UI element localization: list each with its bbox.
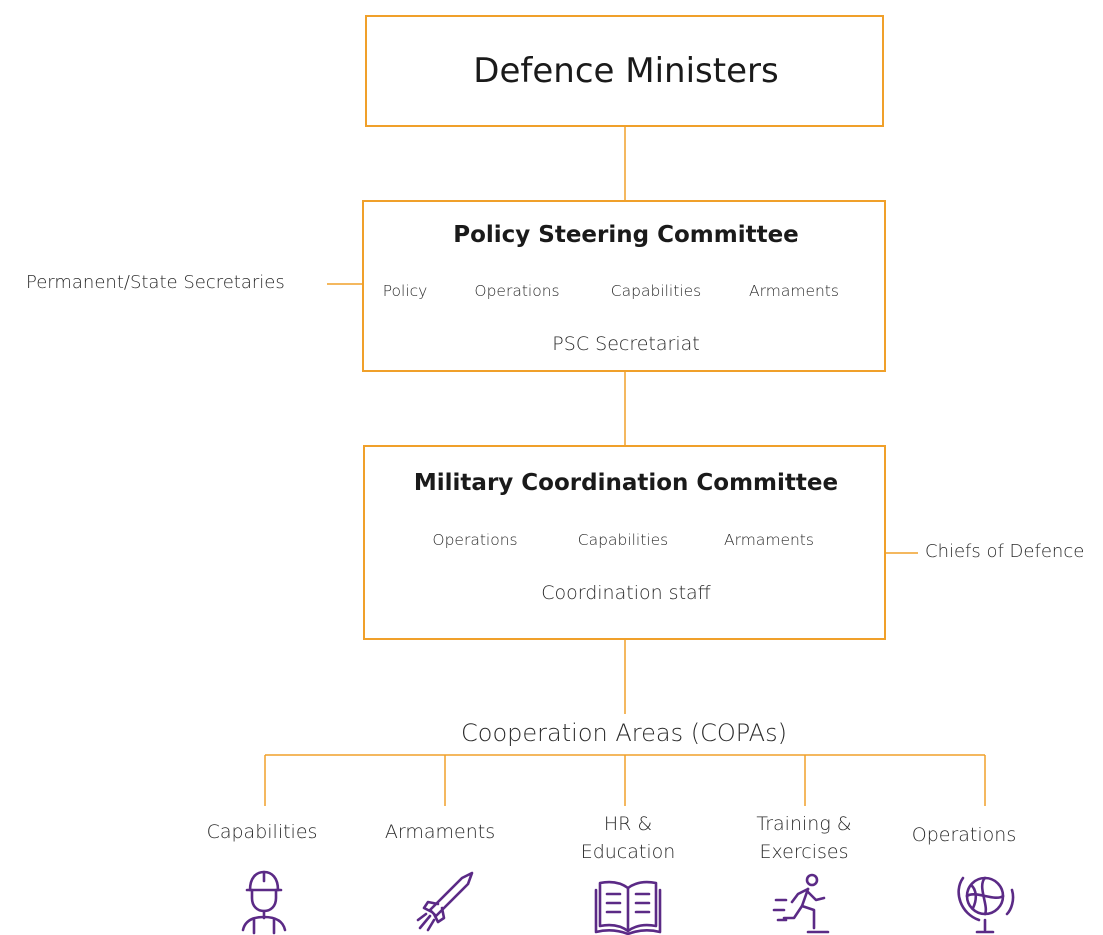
psc-secretariat: PSC Secretariat	[552, 333, 700, 355]
soldier-icon	[241, 870, 287, 935]
running-person-icon	[772, 873, 830, 934]
psc-title: Policy Steering Committee	[453, 222, 799, 248]
mcc-item-capabilities: Capabilities	[577, 531, 669, 549]
area-operations-label: Operations	[911, 824, 1017, 846]
defence-ministers-box: Defence Ministers	[365, 15, 884, 127]
psc-item-capabilities: Capabilities	[610, 282, 702, 300]
area-hr-education-label: HR & Education	[581, 810, 676, 866]
mcc-item-operations: Operations	[432, 531, 518, 549]
area-training-line2: Exercises	[759, 841, 849, 863]
area-hr-line2: Education	[580, 841, 676, 863]
psc-item-policy: Policy	[382, 282, 428, 300]
mcc-item-armaments: Armaments	[724, 531, 814, 549]
psc-item-armaments: Armaments	[749, 282, 839, 300]
permanent-state-secretaries-label: Permanent/State Secretaries	[26, 272, 285, 293]
globe-icon	[957, 876, 1015, 934]
book-icon	[594, 880, 662, 935]
military-coordination-committee-box: Military Coordination Committee Operatio…	[363, 445, 886, 640]
area-hr-line1: HR &	[603, 813, 653, 835]
area-capabilities-label: Capabilities	[206, 821, 318, 843]
missile-icon	[416, 871, 474, 932]
defence-ministers-title: Defence Ministers	[473, 51, 779, 91]
copas-label: Cooperation Areas (COPAs)	[461, 719, 787, 747]
psc-item-operations: Operations	[474, 282, 560, 300]
chiefs-of-defence-label: Chiefs of Defence	[925, 541, 1085, 562]
area-training-exercises-label: Training & Exercises	[756, 810, 851, 866]
mcc-title: Military Coordination Committee	[413, 470, 839, 496]
area-armaments-label: Armaments	[384, 821, 496, 843]
area-training-line1: Training &	[756, 813, 852, 835]
policy-steering-committee-box: Policy Steering Committee Policy Operati…	[362, 200, 886, 372]
mcc-coordination-staff: Coordination staff	[541, 582, 711, 604]
